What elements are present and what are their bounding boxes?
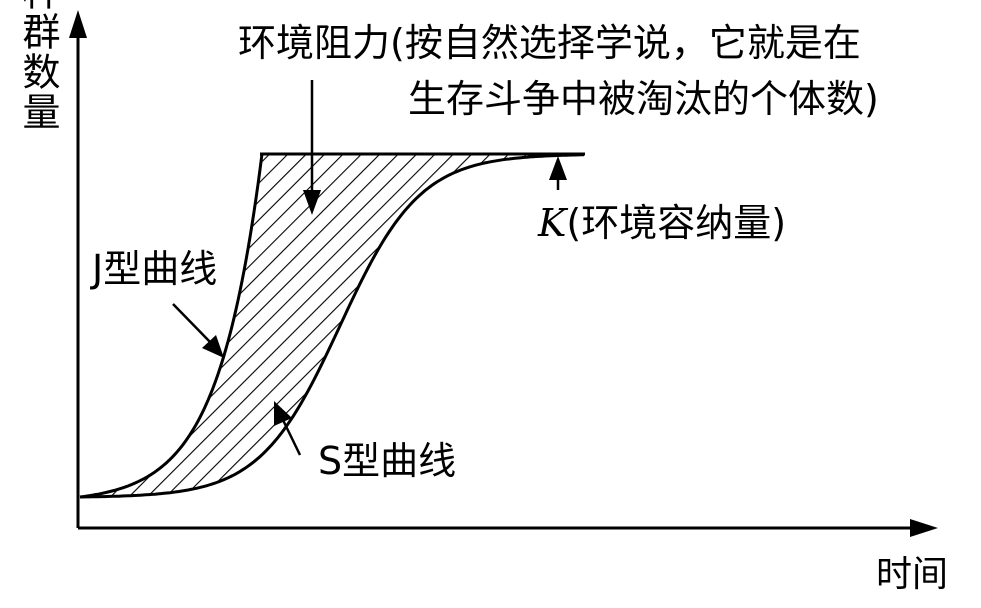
s-curve <box>80 153 584 499</box>
y-axis-arrowhead <box>69 10 87 38</box>
x-axis-label: 时间 <box>876 554 948 595</box>
resistance-label-line1: 环境阻力(按自然选择学说，它就是在 <box>238 21 861 65</box>
k-symbol: K <box>537 201 569 245</box>
k-label: K(环境容纳量) <box>537 201 786 245</box>
y-axis-label: 种群数量 <box>16 0 60 132</box>
j-curve-arrow <box>172 303 224 358</box>
s-curve-label: S型曲线 <box>318 439 456 483</box>
resistance-arrow <box>303 80 321 215</box>
j-curve <box>79 153 264 499</box>
x-axis-arrowhead <box>910 519 938 537</box>
j-curve-label: J型曲线 <box>90 247 217 291</box>
s-curve-arrow <box>274 401 302 456</box>
k-capacity-text: (环境容纳量) <box>566 201 786 245</box>
resistance-label-line2: 生存斗争中被淘汰的个体数) <box>408 77 879 121</box>
k-arrow <box>549 156 567 190</box>
